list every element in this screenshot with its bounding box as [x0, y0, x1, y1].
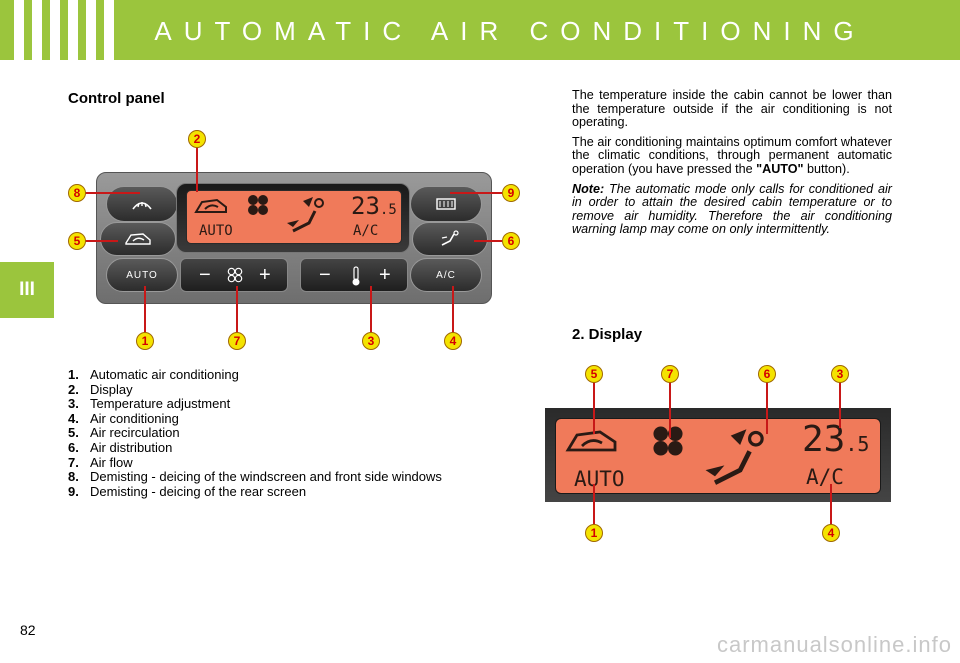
header-stripe [68, 0, 78, 60]
auto-button[interactable]: AUTO [106, 258, 178, 292]
lcd-temperature-decimal: .5 [379, 202, 397, 218]
leader-line-2 [196, 144, 198, 192]
leader-line-5 [84, 240, 118, 242]
leader-line-7 [669, 382, 671, 438]
legend-item: 7.Air flow [68, 454, 133, 470]
recirculation-icon [565, 430, 617, 452]
fan-icon [227, 267, 243, 283]
air-distribution-icon [441, 230, 459, 246]
legend-item: 9.Demisting - deicing of the rear screen [68, 483, 307, 499]
paragraph-note: Note: The automatic mode only calls for … [572, 181, 892, 237]
leader-line-5 [593, 382, 595, 434]
legend-item: 3.Temperature adjustment [68, 396, 231, 412]
temperature-rocker[interactable]: − + [300, 258, 408, 292]
marker-7: 7 [661, 365, 679, 383]
leader-line-4 [830, 484, 832, 524]
marker-5: 5 [68, 232, 86, 250]
air-distribution-button[interactable] [412, 222, 488, 256]
header-stripe [86, 0, 96, 60]
recirculation-icon [125, 233, 151, 245]
legend-item: 4.Air conditioning [68, 410, 179, 426]
lcd-ac-label: A/C [353, 223, 379, 239]
leader-line-1 [144, 286, 146, 334]
header-stripe [32, 0, 42, 60]
header-stripe [104, 0, 114, 60]
display-screen: 23.5 AUTO A/C [555, 418, 881, 494]
marker-9: 9 [502, 184, 520, 202]
air-distribution-icon [287, 197, 324, 233]
marker-4: 4 [822, 524, 840, 542]
page-number: 82 [20, 622, 36, 638]
control-panel-title: Control panel [68, 90, 165, 107]
leader-line-3 [839, 382, 841, 428]
page-title: AUTOMATIC AIR CONDITIONING [154, 16, 866, 46]
component-legend: 1.Automatic air conditioning 2.Display 3… [68, 367, 538, 499]
description-text: The temperature inside the cabin cannot … [572, 88, 892, 243]
lcd-temperature: 23 [351, 192, 380, 220]
marker-7: 7 [228, 332, 246, 350]
paragraph-temperature: The temperature inside the cabin cannot … [572, 88, 892, 130]
marker-6: 6 [502, 232, 520, 250]
paragraph-auto-mode: The air conditioning maintains optimum c… [572, 134, 892, 176]
thermometer-icon [352, 266, 360, 286]
marker-8: 8 [68, 184, 86, 202]
leader-line-7 [236, 286, 238, 334]
legend-item: 8.Demisting - deicing of the windscreen … [68, 469, 442, 485]
legend-item: 5.Air recirculation [68, 425, 180, 441]
display-temperature: 23 [802, 419, 846, 460]
marker-1: 1 [136, 332, 154, 350]
display-section-title: 2. Display [572, 326, 643, 343]
rear-screen-demist-icon [436, 198, 456, 210]
lcd-screen: 23.5 AUTO A/C [186, 190, 402, 244]
leader-line-9 [450, 192, 502, 194]
fan-speed-rocker[interactable]: − + [180, 258, 288, 292]
legend-item: 1.Automatic air conditioning [68, 367, 239, 382]
air-distribution-icon [705, 429, 764, 485]
ac-button-label: A/C [436, 269, 456, 281]
windscreen-demist-icon [132, 202, 152, 210]
auto-button-label: AUTO [126, 269, 158, 281]
display-auto-label: AUTO [574, 467, 625, 491]
marker-4: 4 [444, 332, 462, 350]
marker-5: 5 [585, 365, 603, 383]
header-stripe [14, 0, 24, 60]
marker-3: 3 [362, 332, 380, 350]
lcd-auto-label: AUTO [199, 223, 233, 239]
leader-line-1 [593, 484, 595, 524]
fan-icon [653, 426, 683, 456]
watermark: carmanualsonline.info [716, 632, 952, 657]
leader-line-3 [370, 286, 372, 334]
fan-increase[interactable]: + [259, 264, 271, 286]
legend-item: 6.Air distribution [68, 439, 173, 455]
page-header: AUTOMATIC AIR CONDITIONING [0, 0, 960, 60]
marker-2: 2 [188, 130, 206, 148]
display-temperature-decimal: .5 [845, 432, 870, 456]
leader-line-6 [766, 382, 768, 434]
temperature-decrease[interactable]: − [319, 264, 331, 286]
display-ac-label: A/C [806, 465, 844, 489]
chapter-tab[interactable]: III [0, 262, 54, 318]
ac-button[interactable]: A/C [410, 258, 482, 292]
recirculation-button[interactable] [100, 222, 176, 256]
marker-1: 1 [585, 524, 603, 542]
leader-line-6 [474, 240, 502, 242]
marker-3: 3 [831, 365, 849, 383]
legend-item: 2.Display [68, 381, 133, 397]
recirculation-icon [194, 198, 227, 213]
temperature-increase[interactable]: + [379, 264, 391, 286]
fan-decrease[interactable]: − [199, 264, 211, 286]
leader-line-4 [452, 286, 454, 334]
header-stripe [50, 0, 60, 60]
fan-icon [248, 195, 268, 215]
leader-line-8 [84, 192, 140, 194]
marker-6: 6 [758, 365, 776, 383]
